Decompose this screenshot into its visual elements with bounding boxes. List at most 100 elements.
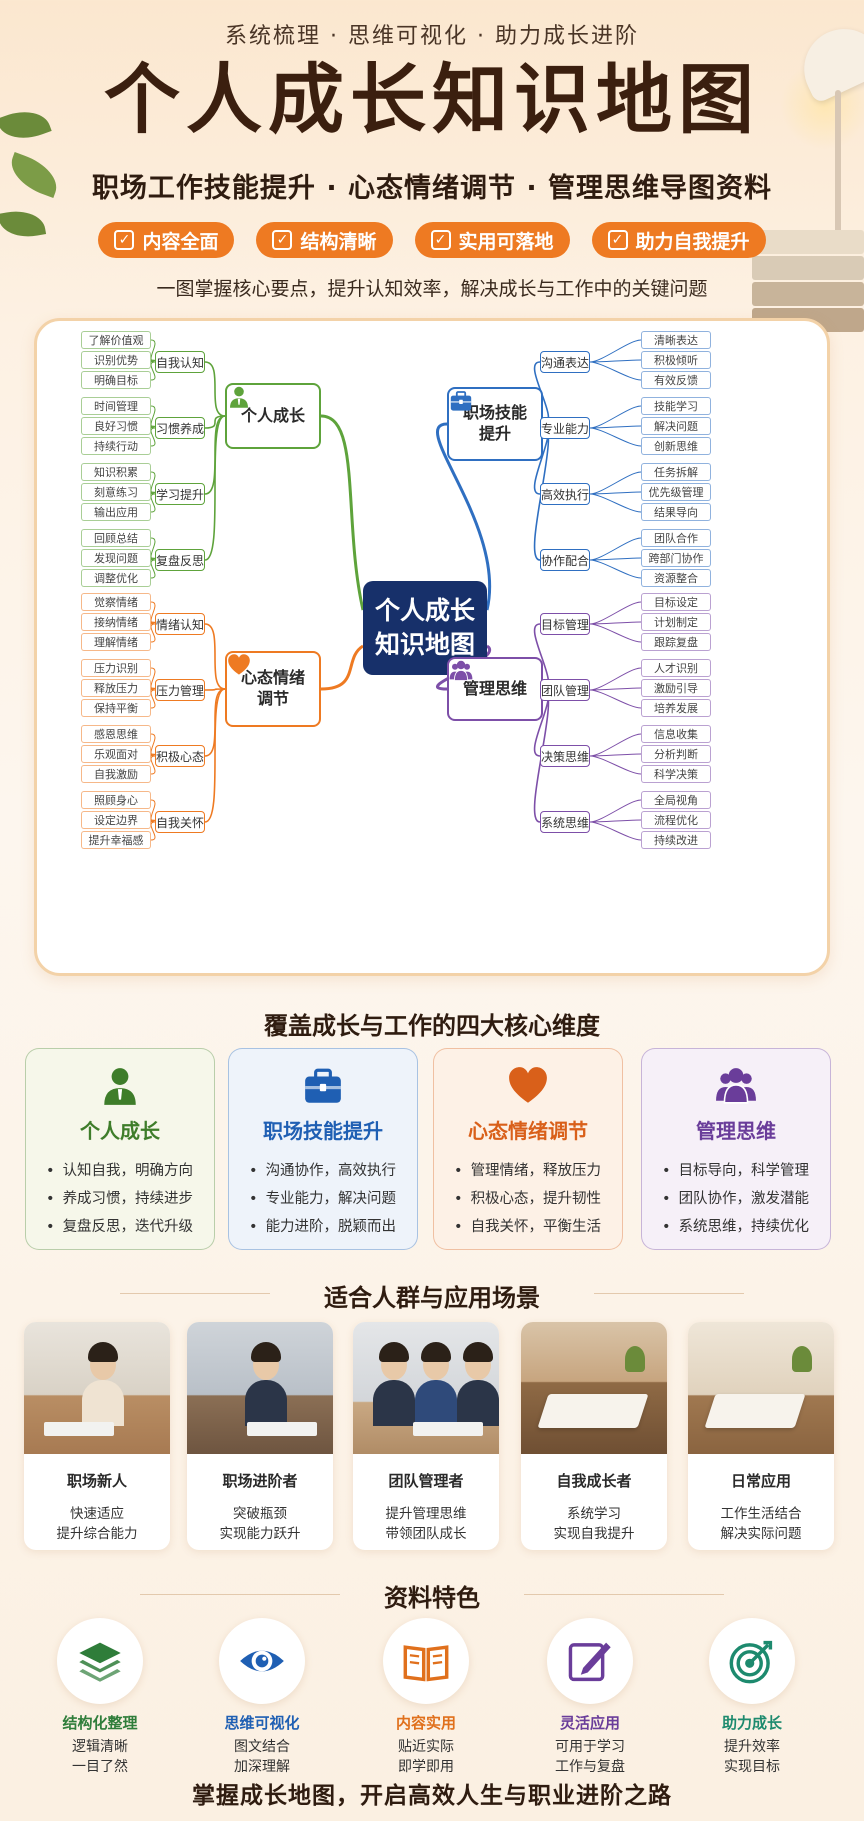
eye-icon [219, 1618, 305, 1704]
sub-node: 自我关怀 [155, 811, 205, 833]
leaf-node: 任务拆解 [641, 463, 711, 481]
scenario-card: 日常应用 工作生活结合 解决实际问题 [688, 1322, 834, 1550]
dimension-name: 职场技能提升 [263, 1119, 383, 1143]
sub-node: 压力管理 [155, 679, 205, 701]
dimension-point: 养成习惯，持续进步 [46, 1185, 194, 1213]
leaf-node: 激励引导 [641, 679, 711, 697]
mind-map-panel: 个人成长 知识地图 个人成长自我认知了解价值观识别优势明确目标习惯养成时间管理良… [34, 318, 830, 976]
divider [524, 1594, 724, 1595]
sub-node: 自我认知 [155, 351, 205, 373]
connector-line [589, 361, 642, 381]
feature-name: 结构化整理 [62, 1714, 138, 1732]
leaf-node: 理解情绪 [81, 633, 151, 651]
leaf-node: 接纳情绪 [81, 613, 151, 631]
scenario-desc: 工作生活结合 解决实际问题 [720, 1506, 802, 1542]
scenario-desc: 提升管理思维 带领团队成长 [385, 1506, 467, 1542]
dimension-point: 管理情绪，释放压力 [454, 1157, 602, 1185]
dimension-points: 目标导向，科学管理团队协作，激发潜能系统思维，持续优化 [662, 1157, 810, 1241]
connector-line [204, 688, 226, 823]
scenario-card: 团队管理者 提升管理思维 带领团队成长 [353, 1322, 499, 1550]
connector-line [150, 361, 156, 381]
dimension-card: 管理思维 目标导向，科学管理团队协作，激发潜能系统思维，持续优化 [641, 1048, 831, 1250]
sub-node: 学习提升 [155, 483, 205, 505]
pill: ✓内容全面 [98, 222, 235, 258]
scenario-desc: 突破瓶颈 实现能力跃升 [219, 1506, 301, 1542]
leaf-node: 跨部门协作 [641, 549, 711, 567]
leaf-node: 持续行动 [81, 437, 151, 455]
dimension-point: 自我关怀，平衡生活 [454, 1213, 602, 1241]
feature-desc: 贴近实际 即学即用 [398, 1739, 454, 1775]
leaf-node: 觉察情绪 [81, 593, 151, 611]
leaf-node: 持续改进 [641, 831, 711, 849]
connector-line [435, 422, 491, 611]
leaf-node: 人才识别 [641, 659, 711, 677]
branch-node-growth: 个人成长 [225, 383, 321, 449]
scenarios-title: 适合人群与应用场景 [324, 1284, 540, 1312]
pill: ✓助力自我提升 [591, 222, 766, 258]
dimension-name: 心态情绪调节 [468, 1119, 588, 1143]
dimension-name: 个人成长 [80, 1119, 160, 1143]
scenario-card: 自我成长者 系统学习 实现自我提升 [521, 1322, 667, 1550]
feature-desc: 图文结合 加深理解 [234, 1739, 290, 1775]
dimension-point: 团队协作，激发潜能 [662, 1185, 810, 1213]
leaf-node: 明确目标 [81, 371, 151, 389]
sub-node: 专业能力 [540, 417, 590, 439]
connector-line [589, 427, 642, 447]
feature-item: 结构化整理 逻辑清晰 一目了然 [40, 1618, 160, 1777]
scenario-photo [521, 1322, 667, 1454]
scenario-card: 职场进阶者 突破瓶颈 实现能力跃升 [187, 1322, 333, 1550]
feature-desc: 提升效率 实现目标 [724, 1739, 780, 1775]
tagline: 系统梳理 · 思维可视化 · 助力成长进阶 [225, 24, 639, 49]
feature-name: 思维可视化 [224, 1714, 300, 1732]
branch-node-skills: 职场技能提升 [447, 387, 543, 461]
divider [594, 1293, 744, 1294]
book-icon [383, 1618, 469, 1704]
leaf-node: 目标设定 [641, 593, 711, 611]
scenario-name: 自我成长者 [556, 1472, 632, 1490]
scenario-photo [24, 1322, 170, 1454]
branch-label: 调节 [256, 689, 289, 708]
feature-name: 灵活应用 [559, 1714, 620, 1732]
dimension-point: 积极心态，提升韧性 [454, 1185, 602, 1213]
heart-icon [434, 1065, 622, 1109]
connector-line [589, 753, 642, 757]
scenario-name: 团队管理者 [388, 1472, 464, 1490]
connector-line [204, 688, 226, 691]
layers-icon [57, 1618, 143, 1704]
connector-line [204, 361, 226, 417]
leaf-node: 信息收集 [641, 725, 711, 743]
leaf-node: 跟踪复盘 [641, 633, 711, 651]
connector-line [150, 689, 156, 709]
connector-line [204, 415, 226, 561]
leaf-node: 自我激励 [81, 765, 151, 783]
leaf-node: 创新思维 [641, 437, 711, 455]
dimension-card: 个人成长 认知自我，明确方向养成习惯，持续进步复盘反思，迭代升级 [25, 1048, 215, 1250]
page-subtitle: 职场工作技能提升 · 心态情绪调节 · 管理思维导图资料 [91, 173, 773, 204]
leaf-node: 刻意练习 [81, 483, 151, 501]
scenario-desc: 系统学习 实现自我提升 [553, 1506, 635, 1542]
sub-node: 目标管理 [540, 613, 590, 635]
connector-line [589, 339, 642, 363]
leaf-node: 时间管理 [81, 397, 151, 415]
leaf-node: 解决问题 [641, 417, 711, 435]
lamp-arm [835, 90, 841, 240]
connector-line [589, 493, 642, 513]
leaf-node: 技能学习 [641, 397, 711, 415]
leaf-node: 识别优势 [81, 351, 151, 369]
dimension-points: 管理情绪，释放压力积极心态，提升韧性自我关怀，平衡生活 [454, 1157, 602, 1241]
leaf-node: 积极倾听 [641, 351, 711, 369]
dimension-point: 复盘反思，迭代升级 [46, 1213, 194, 1241]
sub-node: 高效执行 [540, 483, 590, 505]
dimension-card: 心态情绪调节 管理情绪，释放压力积极心态，提升韧性自我关怀，平衡生活 [433, 1048, 623, 1250]
leaf-node: 了解价值观 [81, 331, 151, 349]
leaf-node: 流程优化 [641, 811, 711, 829]
leaf-node: 分析判断 [641, 745, 711, 763]
leaf-node: 乐观面对 [81, 745, 151, 763]
connector-line [589, 687, 642, 691]
connector-line [589, 559, 642, 579]
leaf-node: 计划制定 [641, 613, 711, 631]
footer-slogan: 掌握成长地图，开启高效人生与职业进阶之路 [192, 1783, 672, 1809]
feature-name: 助力成长 [721, 1714, 782, 1732]
mind-map-center: 个人成长 知识地图 [363, 581, 487, 675]
connector-line [589, 821, 642, 841]
